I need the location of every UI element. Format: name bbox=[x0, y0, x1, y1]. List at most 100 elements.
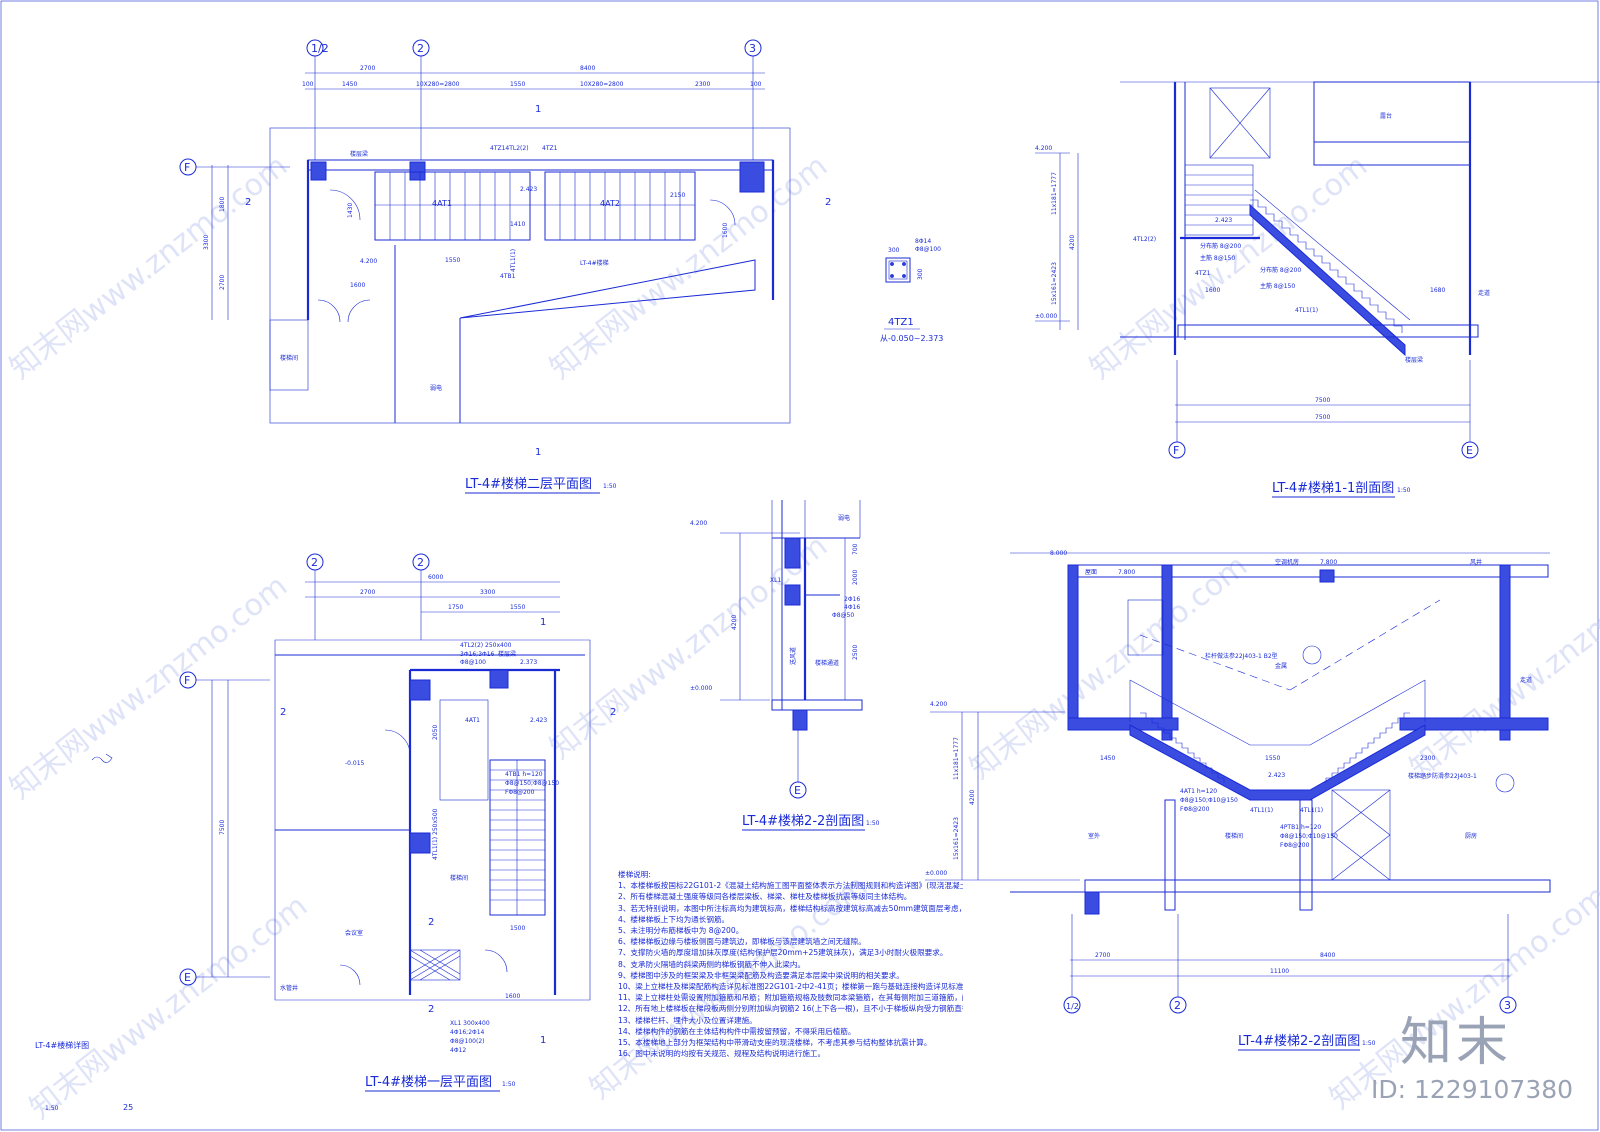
section-cut: 2 bbox=[428, 1004, 434, 1015]
room-label: 屋面 bbox=[1085, 569, 1097, 576]
member-label: 4PTB1 h=120 bbox=[1280, 824, 1321, 831]
level-mark: ±0.000 bbox=[690, 685, 712, 692]
column-detail-4tz1: 300 300 8Φ14 Φ8@100 4TZ1 从-0.050~2.373 bbox=[880, 238, 943, 343]
sheet-label: LT-4#楼梯详图 bbox=[35, 1040, 89, 1050]
rebar-spec: 4Φ16;2Φ14 bbox=[450, 1029, 485, 1036]
section-2-2-small: 4.200 ±0.000 弱电 XL1 送风道 楼梯通道 700 2000 42… bbox=[690, 500, 880, 831]
room-label: 楼梯间 bbox=[450, 874, 468, 882]
dimension: 6000 bbox=[428, 574, 443, 581]
level-mark: 4.200 bbox=[690, 520, 707, 527]
axis-label: F bbox=[184, 674, 190, 687]
column-name: 4TZ1 bbox=[888, 317, 914, 328]
dimension: 1410 bbox=[510, 221, 525, 228]
beam bbox=[784, 584, 801, 606]
rebar-spec: Φ8@150;Φ10@150 bbox=[1180, 797, 1238, 804]
rebar-spec: 分布筋 8@200 bbox=[1260, 266, 1301, 274]
column bbox=[310, 161, 327, 181]
drawing-title: LT-4#楼梯一层平面图 bbox=[365, 1075, 492, 1090]
room-label: 会议室 bbox=[345, 929, 363, 937]
dimension: 10X280=2800 bbox=[416, 81, 460, 88]
note-line: 6、楼梯梯板边缘与楼板侧面与建筑边，即梯板与该层建筑墙之间无缝隙。 bbox=[618, 937, 866, 947]
sheet-scale: 1:50 bbox=[45, 1105, 59, 1112]
dimension: 2000 bbox=[852, 570, 859, 585]
dimension: 15x161=2423 bbox=[953, 817, 960, 860]
note-line: 15、本楼梯地上部分为框架结构中带滑动支座的现浇楼梯，不考虑其参与结构整体抗震计… bbox=[618, 1038, 932, 1048]
note-line: 2、所有楼梯混凝土强度等级同各楼层梁板、梯梁、梯柱及楼梯板抗震等级同主体结构。 bbox=[618, 892, 912, 902]
plan-label: 4AT1 bbox=[432, 199, 452, 208]
watermark-text: 知末网www.znzmo.com bbox=[23, 888, 314, 1126]
room-label: 弱电 bbox=[838, 514, 850, 522]
section-1-1: 4.200 ±0.000 11x181=1777 4200 15x161=242… bbox=[1035, 81, 1600, 498]
dimension: 2300 bbox=[695, 81, 710, 88]
rebar-spec: FΦ8@200 bbox=[505, 789, 535, 796]
column bbox=[409, 161, 426, 181]
section-cut: 1 bbox=[540, 1035, 546, 1046]
section-cut: 2 bbox=[610, 707, 616, 718]
plan-label: 楼层梁 bbox=[498, 650, 516, 658]
wall bbox=[1161, 564, 1173, 741]
note-line: 5、未注明分布筋梯板中为 8@200。 bbox=[618, 926, 744, 936]
dimension: 700 bbox=[852, 543, 859, 555]
drawing-scale: 1:50 bbox=[603, 483, 617, 490]
dimension: 8400 bbox=[580, 65, 595, 72]
level-mark: 7.800 bbox=[1320, 559, 1337, 566]
image-id: ID: 1229107380 bbox=[1371, 1075, 1574, 1104]
annotation: 栏杆做法参22J403-1 B2型 bbox=[1205, 652, 1278, 660]
column bbox=[739, 161, 765, 193]
dimension: 1600 bbox=[1205, 287, 1220, 294]
note-line: 8、支承防火隔墙的斜梁两侧的梯板钢筋不伸入此梁内。 bbox=[618, 959, 806, 969]
dimension: 11x181=1777 bbox=[953, 737, 960, 780]
member-label: XL1 300x400 bbox=[450, 1020, 490, 1027]
member-label: 楼层梁 bbox=[1405, 356, 1423, 364]
dimension: 2700 bbox=[1095, 952, 1110, 959]
stair-slab bbox=[1249, 203, 1406, 357]
rebar-spec: 主筋 8@150 bbox=[1260, 282, 1295, 290]
level-mark: 7.800 bbox=[1118, 569, 1135, 576]
dimension: 300 bbox=[888, 247, 900, 254]
rebar-spec: Φ8@100 bbox=[915, 246, 941, 253]
dimension: 7500 bbox=[1315, 414, 1330, 421]
member-label: 4TL2(2) 250x400 bbox=[460, 642, 512, 649]
plan-label: 4TZ14TL2(2) bbox=[490, 145, 529, 152]
plan-label: LT-4#楼梯 bbox=[580, 259, 609, 267]
drawing-scale: 1:50 bbox=[502, 1081, 516, 1088]
rebar-spec: Φ8@50 bbox=[832, 612, 854, 619]
watermark-text: 知末网www.znzmo.com bbox=[3, 568, 294, 806]
dimension: 1430 bbox=[347, 203, 354, 218]
level-mark: 4.200 bbox=[1035, 145, 1052, 152]
page-number: 25 bbox=[123, 1103, 133, 1112]
dimension: 11x181=1777 bbox=[1051, 172, 1058, 215]
section-2-2-large: 8.000 4.200 ±0.000 11x181=1777 4200 15x1… bbox=[925, 550, 1551, 1051]
drawing-scale: 1:50 bbox=[1362, 1040, 1376, 1047]
rebar-spec: 3Φ16;3Φ16 bbox=[460, 651, 495, 658]
drawing-scale: 1:50 bbox=[1397, 487, 1411, 494]
watermark-text: 知末网www.znzmo.com bbox=[963, 548, 1254, 786]
plan-label: 弱电 bbox=[430, 384, 442, 392]
dimension: 2700 bbox=[360, 589, 375, 596]
note-line: 9、楼梯图中涉及的框架梁及非框架梁配筋及构造要满足本层梁中梁说明的相关要求。 bbox=[618, 970, 904, 980]
axis-label: 3 bbox=[749, 42, 756, 55]
member-label: 4TL1(1) bbox=[1295, 307, 1318, 314]
column bbox=[489, 669, 509, 689]
dimension: 1550 bbox=[510, 81, 525, 88]
room-label: 室外 bbox=[1088, 832, 1100, 840]
column-range: 从-0.050~2.373 bbox=[880, 334, 943, 343]
member-label: 4AT1 h=120 bbox=[1180, 788, 1217, 795]
dimension: 2300 bbox=[1420, 755, 1435, 762]
dimension: 100 bbox=[750, 81, 762, 88]
footing bbox=[792, 709, 808, 731]
dimension: 1550 bbox=[1265, 755, 1280, 762]
note-line: 11、梁上立梯柱处需设置附加箍筋和吊筋；附加箍筋规格及肢数同本梁箍筋，在其每侧附… bbox=[618, 993, 963, 1003]
dimension: 1600 bbox=[505, 993, 520, 1000]
dimension: 1450 bbox=[1100, 755, 1115, 762]
rebar-spec: 2Φ16 bbox=[844, 596, 860, 603]
section-cut: 1 bbox=[535, 447, 541, 458]
slab bbox=[1399, 717, 1549, 731]
room-label: 风井 bbox=[1470, 558, 1482, 566]
wall bbox=[1067, 564, 1079, 726]
column bbox=[409, 832, 431, 854]
dimension: 1550 bbox=[510, 604, 525, 611]
drawing-scale: 1:50 bbox=[866, 820, 880, 827]
plan-label: 4.200 bbox=[360, 258, 377, 265]
